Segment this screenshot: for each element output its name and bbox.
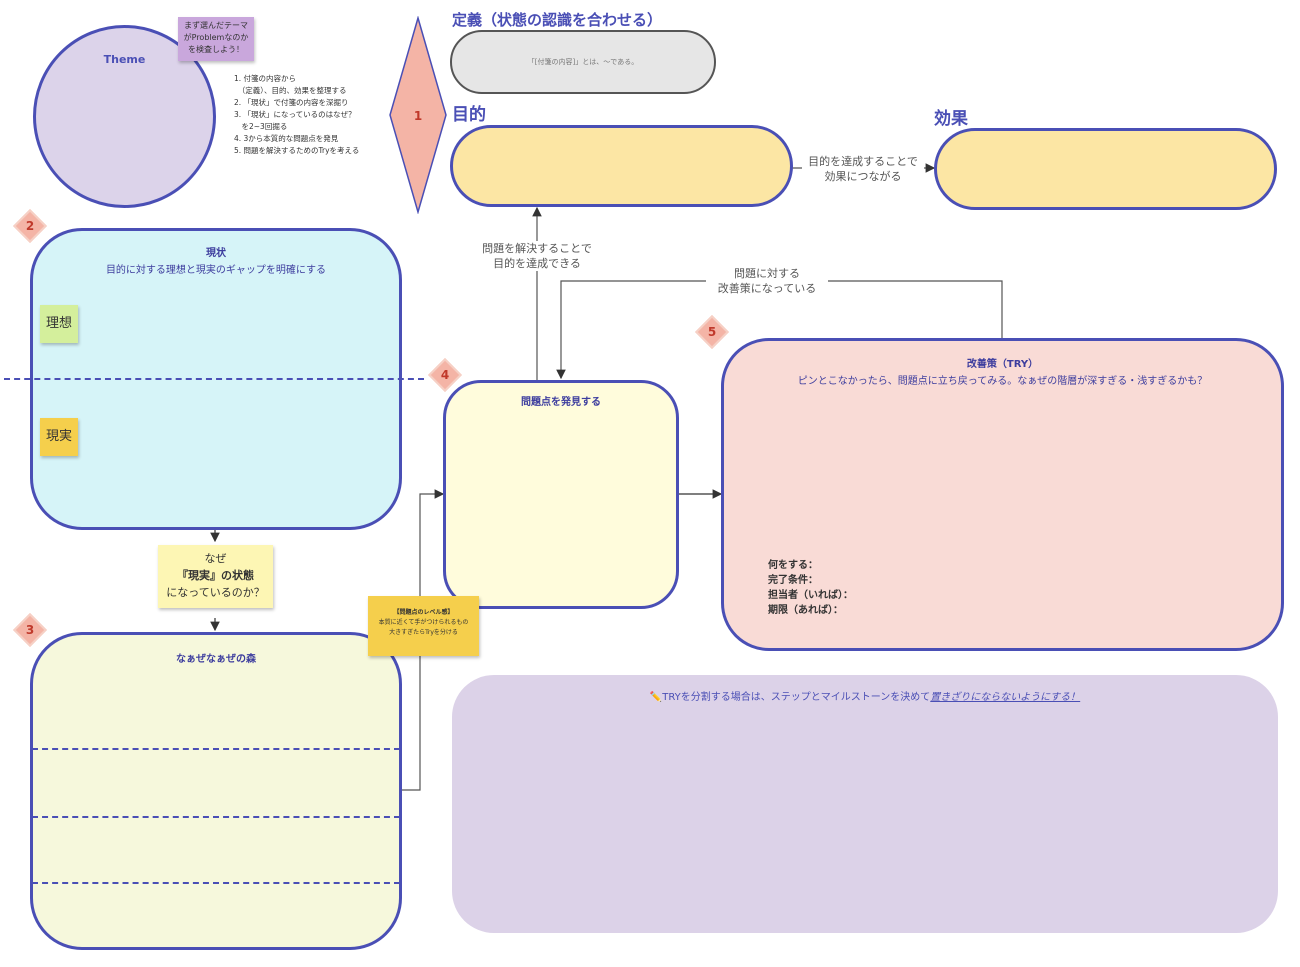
problem-box[interactable]: 問題点を発見する — [443, 380, 679, 609]
split-note-text-row: ✏️TRYを分割する場合は、ステップとマイルストーンを決めて置きざりにならないよ… — [452, 688, 1278, 703]
split-note-text: TRYを分割する場合は、ステップとマイルストーンを決めて — [662, 692, 931, 703]
theme-hint-line: まず選んだテーマ — [184, 21, 248, 30]
problem-title: 問題点を発見する — [521, 397, 601, 408]
forest-divider — [32, 816, 400, 818]
connector-line-text: 目的を達成することで — [808, 155, 918, 168]
problem-purpose-label: 問題を解決することで 目的を達成できる — [474, 241, 600, 271]
current-state-divider — [4, 378, 424, 380]
connector-line-text: 改善策になっている — [717, 282, 817, 295]
try-subtitle: ピンとこなかったら、問題点に立ち戻ってみる。なぁぜの階層が深すぎる・浅すぎるかも… — [797, 376, 1208, 387]
split-note-box[interactable]: ✏️TRYを分割する場合は、ステップとマイルストーンを決めて置きざりにならないよ… — [452, 675, 1278, 933]
step-5-number: 5 — [707, 325, 717, 339]
theme-hint-line: を検査しよう！ — [188, 45, 244, 54]
instruction-item: 4. 3から本質的な問題点を発見 — [234, 134, 339, 143]
connector-line-text: 目的を達成できる — [493, 257, 581, 270]
level-title: 【問題点のレベル感】 — [393, 609, 454, 616]
current-state-subtitle: 目的に対する理想と現実のギャップを明確にする — [105, 265, 327, 276]
instructions-list: 1. 付箋の内容から （定義）、目的、効果を整理する 2. 「現状」で付箋の内容… — [234, 73, 384, 157]
try-field-owner: 担当者（いれば）： — [768, 590, 853, 601]
pencil-icon: ✏️ — [649, 692, 663, 703]
instruction-item: 2. 「現状」で付箋の内容を深掘り — [234, 98, 349, 107]
step-1-diamond: 1 — [389, 16, 447, 214]
try-field-what: 何をする： — [768, 560, 818, 571]
effect-box[interactable] — [934, 128, 1277, 210]
instruction-item: 5. 問題を解決するためのTryを考える — [234, 146, 360, 155]
reality-sticky[interactable]: 現実 — [40, 418, 78, 456]
why-sticky[interactable]: なぜ 『現実』の状態 になっているのか？ — [158, 545, 273, 608]
current-state-title: 現状 — [206, 248, 226, 259]
instruction-item: を2~3回掘る — [234, 122, 288, 131]
step-1-number: 1 — [414, 109, 422, 123]
level-line: 大きすぎたらTryを分ける — [389, 629, 458, 636]
connector-line-text: 問題に対する — [734, 267, 800, 280]
why-line: になっているのか？ — [166, 586, 265, 599]
level-line: 本質に近くて手がつけられるもの — [378, 619, 469, 626]
forest-title: なぁぜなぁぜの森 — [176, 654, 256, 665]
connector-line-text: 問題を解決することで — [482, 242, 592, 255]
step-4-number: 4 — [440, 368, 450, 382]
try-field-deadline: 期限（あれば）： — [768, 605, 843, 616]
connector-line-text: 効果につながる — [824, 170, 902, 183]
purpose-heading: 目的 — [452, 105, 486, 125]
purpose-effect-label: 目的を達成することで 効果につながる — [802, 154, 924, 184]
theme-label: Theme — [103, 53, 146, 66]
definition-heading: 定義（状態の認識を合わせる） — [452, 11, 663, 29]
step-3-number: 3 — [25, 623, 35, 637]
effect-heading: 効果 — [934, 109, 968, 129]
why-line: なぜ — [204, 552, 227, 565]
try-box[interactable]: 改善策（TRY） ピンとこなかったら、問題点に立ち戻ってみる。なぁぜの階層が深す… — [721, 338, 1284, 651]
split-note-emphasis: 置きざりにならないようにする！ — [930, 692, 1081, 703]
try-title: 改善策（TRY） — [966, 359, 1039, 370]
definition-box[interactable]: 「[付箋の内容]」とは、〜である。 — [450, 30, 716, 94]
theme-hint-sticky[interactable]: まず選んだテーマ がProblemなのか を検査しよう！ — [178, 17, 254, 61]
try-problem-label: 問題に対する 改善策になっている — [706, 266, 828, 296]
ideal-sticky[interactable]: 理想 — [40, 305, 78, 343]
forest-box[interactable]: なぁぜなぁぜの森 — [30, 632, 402, 950]
reality-label: 現実 — [45, 429, 72, 444]
forest-divider — [32, 882, 400, 884]
why-line: 『現実』の状態 — [177, 569, 254, 582]
try-field-done: 完了条件： — [768, 575, 818, 586]
ideal-label: 理想 — [45, 316, 72, 331]
forest-divider — [32, 748, 400, 750]
theme-hint-line: がProblemなのか — [183, 33, 249, 42]
level-sticky[interactable]: 【問題点のレベル感】 本質に近くて手がつけられるもの 大きすぎたらTryを分ける — [368, 596, 479, 656]
definition-placeholder: 「[付箋の内容]」とは、〜である。 — [527, 58, 639, 66]
try-fields: 何をする： 完了条件： 担当者（いれば）： 期限（あれば）： — [768, 558, 853, 618]
instruction-item: 1. 付箋の内容から — [234, 74, 297, 83]
instruction-item: （定義）、目的、効果を整理する — [234, 86, 347, 95]
instruction-item: 3. 「現状」になっているのはなぜ？ — [234, 110, 356, 119]
purpose-box[interactable] — [450, 125, 793, 207]
step-2-number: 2 — [25, 219, 35, 233]
